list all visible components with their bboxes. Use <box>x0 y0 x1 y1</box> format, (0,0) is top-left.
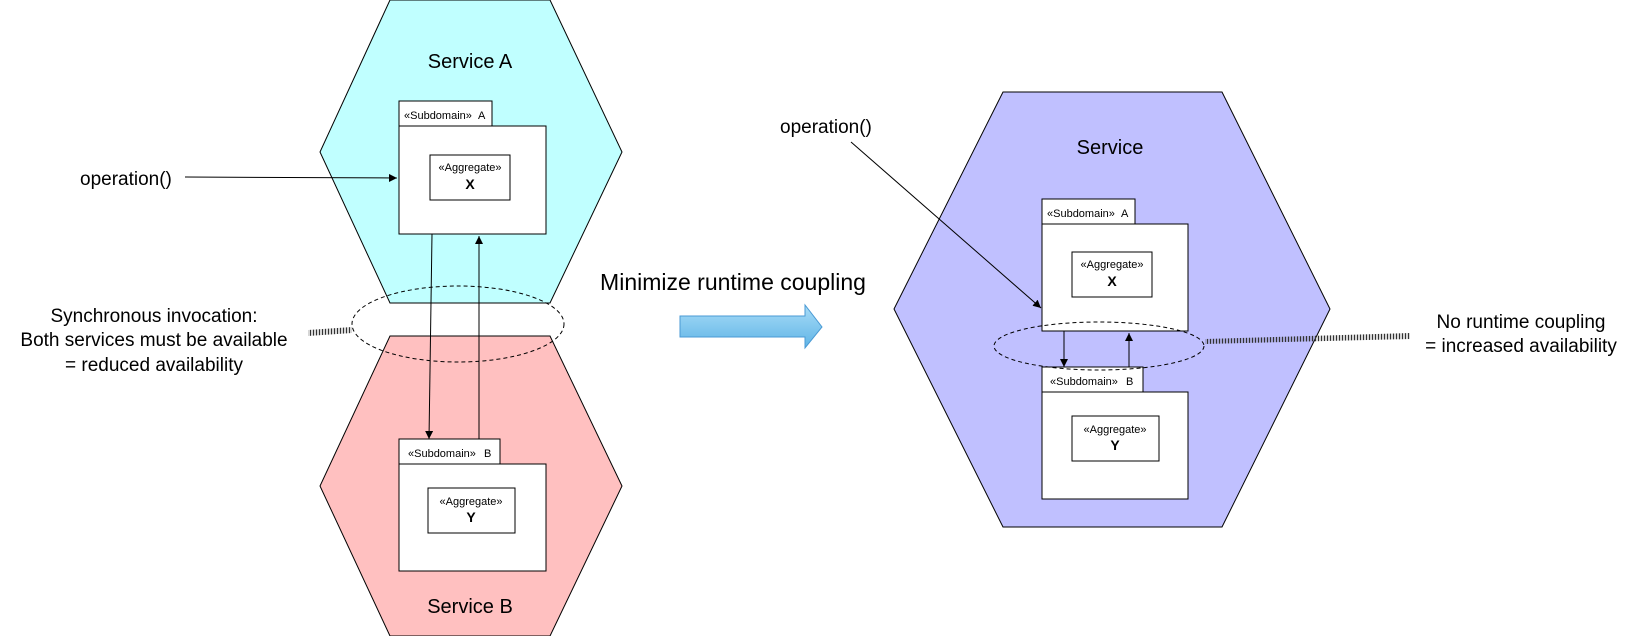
right-aggregate-x-stereotype: «Aggregate» <box>1081 259 1144 271</box>
right-subdomain-a-stereotype: «Subdomain» <box>1047 208 1115 220</box>
left-operation-arrow <box>184 173 398 182</box>
transition-label: Minimize runtime coupling <box>600 269 866 295</box>
right-note-line-1: No runtime coupling <box>1437 312 1606 333</box>
left-aggregate-x-stereotype: «Aggregate» <box>439 162 502 174</box>
right-operation-arrow <box>850 141 1042 309</box>
left-note-line-2: Both services must be available <box>20 330 287 351</box>
left-subdomain-a-name: A <box>478 110 486 122</box>
left-note-connector <box>308 327 352 336</box>
right-operation-label: operation() <box>780 117 872 138</box>
left-subdomain-b-package: «Subdomain» B <box>398 438 547 572</box>
right-aggregate-x: «Aggregate» X <box>1071 251 1153 298</box>
left-operation-label: operation() <box>80 169 172 190</box>
left-subdomain-a-stereotype: «Subdomain» <box>404 110 472 122</box>
right-subdomain-a-name: A <box>1121 208 1129 220</box>
left-aggregate-y-stereotype: «Aggregate» <box>440 496 503 508</box>
left-aggregate-y-name: Y <box>466 509 476 525</box>
left-aggregate-y: «Aggregate» Y <box>427 487 516 534</box>
right-subdomain-b-name: B <box>1126 376 1133 388</box>
right-subdomain-b-stereotype: «Subdomain» <box>1050 376 1118 388</box>
left-request-arrow <box>425 233 434 440</box>
left-aggregate-x: «Aggregate» X <box>429 154 511 201</box>
left-note-line-1: Synchronous invocation: <box>50 306 257 327</box>
left-aggregate-x-name: X <box>465 176 475 192</box>
left-note-line-3: = reduced availability <box>65 355 243 376</box>
service-b-title: Service B <box>427 596 513 618</box>
right-aggregate-x-name: X <box>1107 273 1117 289</box>
left-subdomain-b-stereotype: «Subdomain» <box>408 448 476 460</box>
right-coupling-ellipse <box>993 321 1205 371</box>
right-aggregate-y-stereotype: «Aggregate» <box>1084 424 1147 436</box>
service-a-title: Service A <box>428 51 513 73</box>
transition-arrow <box>679 303 823 350</box>
left-availability-note: Synchronous invocation: Both services mu… <box>20 306 287 376</box>
left-subdomain-b-name: B <box>484 448 491 460</box>
right-note-line-2: = increased availability <box>1425 336 1617 357</box>
left-coupling-ellipse <box>351 285 565 363</box>
right-aggregate-y: «Aggregate» Y <box>1071 415 1160 462</box>
right-aggregate-y-name: Y <box>1110 437 1120 453</box>
right-note-connector <box>1205 333 1410 344</box>
right-availability-note: No runtime coupling = increased availabi… <box>1425 312 1617 357</box>
service-title: Service <box>1077 137 1144 159</box>
